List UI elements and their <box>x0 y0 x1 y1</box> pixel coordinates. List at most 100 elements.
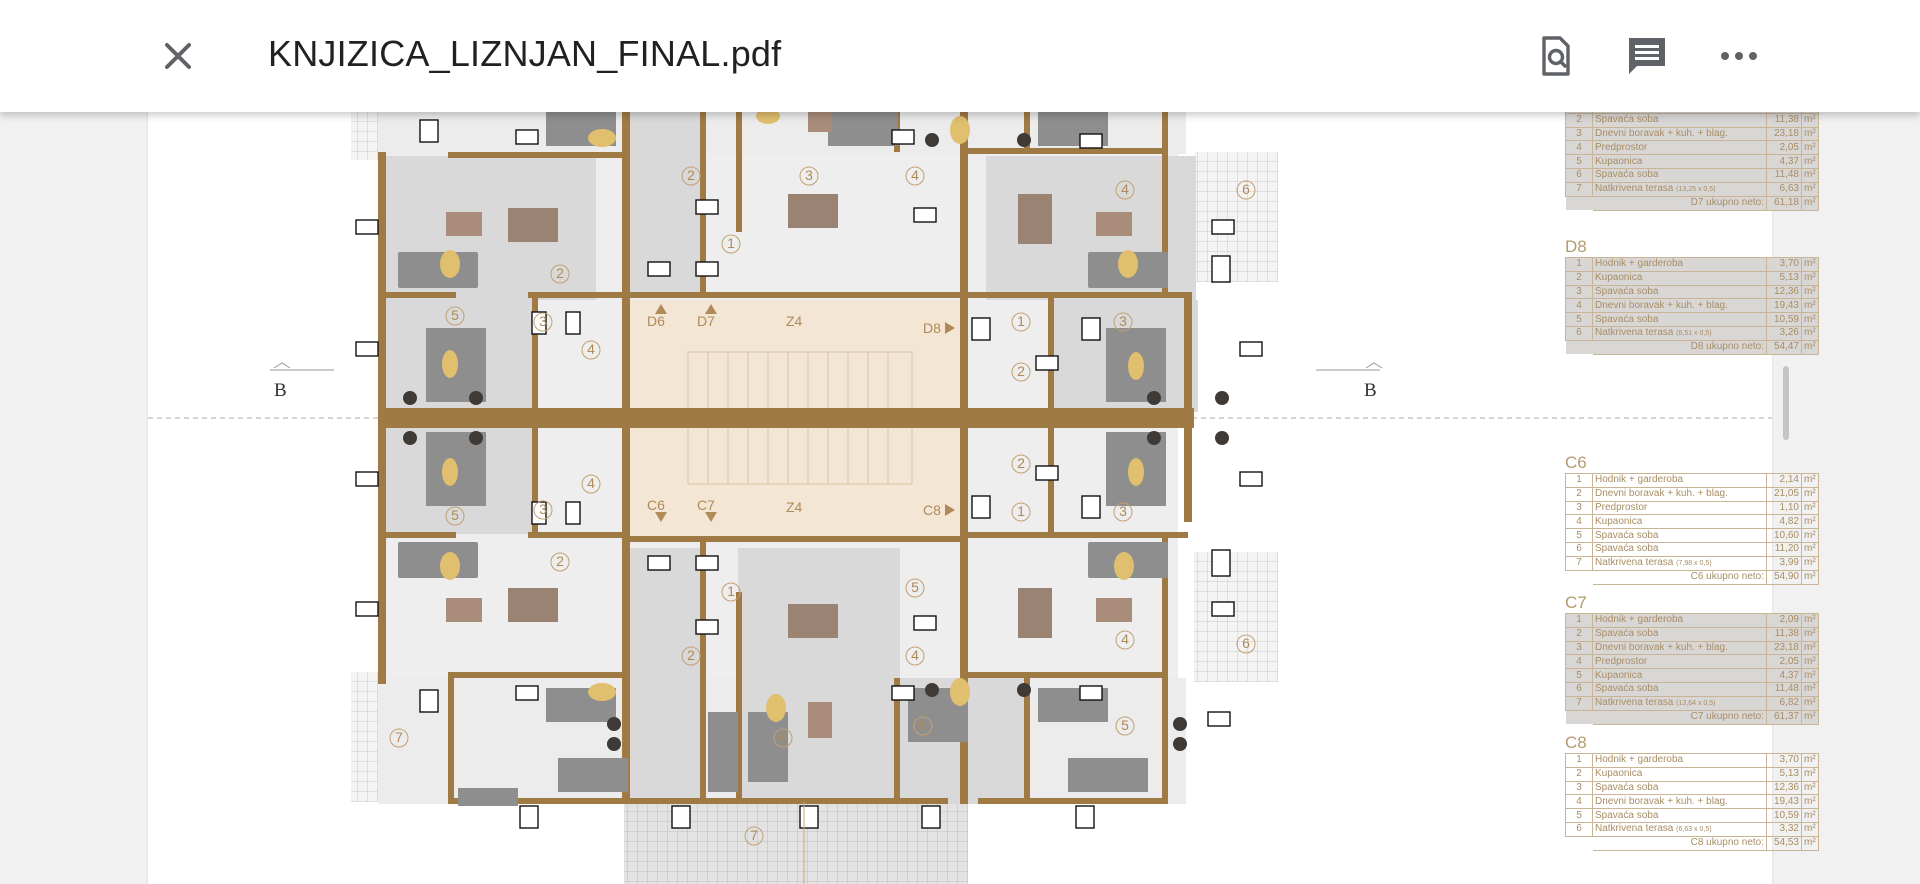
area-unit-cell: m² <box>1801 528 1819 543</box>
room-name-cell: Spavaća soba <box>1592 112 1767 128</box>
room-number: 4 <box>911 647 919 663</box>
pdf-page[interactable]: 2 3 4 2 1 6 4 5 3 4 1 3 2 2 4 5 3 1 3 2 <box>148 99 1819 884</box>
area-value-cell: 10,59 <box>1766 808 1802 823</box>
area-unit-cell: m² <box>1801 112 1819 128</box>
room-number-cell: 5 <box>1565 668 1593 683</box>
area-unit-cell: m² <box>1801 167 1819 183</box>
area-value-cell: 11,48 <box>1766 167 1802 183</box>
room-number: 1 <box>1017 313 1025 329</box>
room-name-cell: Spavaća soba <box>1592 541 1767 557</box>
room-number: 3 <box>539 501 547 517</box>
area-value-cell: 12,36 <box>1766 284 1802 300</box>
room-number: 2 <box>556 553 564 569</box>
area-unit-cell: m² <box>1801 794 1819 810</box>
total-label: C8 ukupno neto: <box>1592 835 1767 851</box>
pdf-viewer[interactable]: 2 3 4 2 1 6 4 5 3 4 1 3 2 2 4 5 3 1 3 2 <box>0 99 1920 884</box>
area-value-cell: 11,38 <box>1766 112 1802 128</box>
more-horizontal-icon <box>1721 52 1757 60</box>
area-unit-cell: m² <box>1801 514 1819 530</box>
room-name: Spavaća soba <box>1595 529 1659 541</box>
room-name: Spavaća soba <box>1595 683 1659 695</box>
area-value-cell: 5,13 <box>1766 766 1802 782</box>
area-value-cell: 1,10 <box>1766 500 1802 516</box>
room-number: 6 <box>779 729 787 745</box>
room-number: 1 <box>727 235 735 251</box>
total-value: 54,47 <box>1766 339 1802 355</box>
total-label: D7 ukupno neto: <box>1592 195 1767 211</box>
room-number: 5 <box>451 307 459 323</box>
room-number-cell: 6 <box>1565 541 1593 557</box>
room-name: Spavaća soba <box>1595 628 1659 640</box>
room-name: Spavaća soba <box>1595 781 1659 793</box>
room-name-cell: Spavaća soba <box>1592 808 1767 823</box>
room-number-cell: 2 <box>1565 270 1593 286</box>
area-unit-cell: m² <box>1801 821 1819 837</box>
room-name: Predprostor <box>1595 655 1648 667</box>
area-unit-cell: m² <box>1801 284 1819 300</box>
room-number-cell: 4 <box>1565 794 1593 810</box>
area-unit-cell: m² <box>1801 298 1819 314</box>
total-value: 54,90 <box>1766 569 1802 585</box>
room-number: 4 <box>587 475 595 491</box>
area-value-cell: 2,05 <box>1766 140 1802 156</box>
area-value-cell: 11,20 <box>1766 541 1802 557</box>
close-icon <box>165 43 191 69</box>
terrace-calc-note: (13,25 x 0,5) <box>1676 185 1716 193</box>
area-unit-cell: m² <box>1801 154 1819 169</box>
room-name: Dnevni boravak + kuh. + blag. <box>1595 795 1728 807</box>
area-value-cell: 6,63 <box>1766 181 1802 197</box>
scrollbar-thumb[interactable] <box>1783 366 1789 440</box>
total-unit: m² <box>1801 835 1819 851</box>
room-number-cell: 5 <box>1565 312 1593 327</box>
room-name: Hodnik + garderoba <box>1595 258 1684 270</box>
room-number-cell: 3 <box>1565 500 1593 516</box>
room-number-cell: 2 <box>1565 112 1593 128</box>
area-unit-cell: m² <box>1801 654 1819 670</box>
total-unit: m² <box>1801 339 1819 355</box>
room-number-cell: 1 <box>1565 613 1593 628</box>
room-number: 6 <box>919 717 927 733</box>
room-number: 2 <box>1017 455 1025 471</box>
more-options-button[interactable] <box>1711 28 1767 84</box>
room-number: 3 <box>805 167 813 183</box>
room-number-cell: 6 <box>1565 821 1593 837</box>
room-number: 3 <box>1119 503 1127 519</box>
room-name-cell: Kupaonica <box>1592 270 1767 286</box>
close-button[interactable] <box>150 28 206 84</box>
comments-button[interactable] <box>1619 28 1675 84</box>
room-name-cell: Hodnik + garderoba <box>1592 257 1767 272</box>
room-number: 4 <box>587 341 595 357</box>
room-name: Natkrivena terasa <box>1595 696 1674 708</box>
room-number: 2 <box>1017 363 1025 379</box>
room-number-cell: 4 <box>1565 298 1593 314</box>
room-name: Spavaća soba <box>1595 809 1659 821</box>
area-unit-cell: m² <box>1801 681 1819 697</box>
room-name-cell: Kupaonica <box>1592 154 1767 169</box>
room-name-cell: Predprostor <box>1592 654 1767 670</box>
find-in-document-button[interactable] <box>1527 28 1583 84</box>
area-unit-cell: m² <box>1801 181 1819 197</box>
area-unit-cell: m² <box>1801 555 1819 571</box>
room-number-cell: 1 <box>1565 753 1593 768</box>
room-name-cell: Dnevni boravak + kuh. + blag. <box>1592 126 1767 142</box>
